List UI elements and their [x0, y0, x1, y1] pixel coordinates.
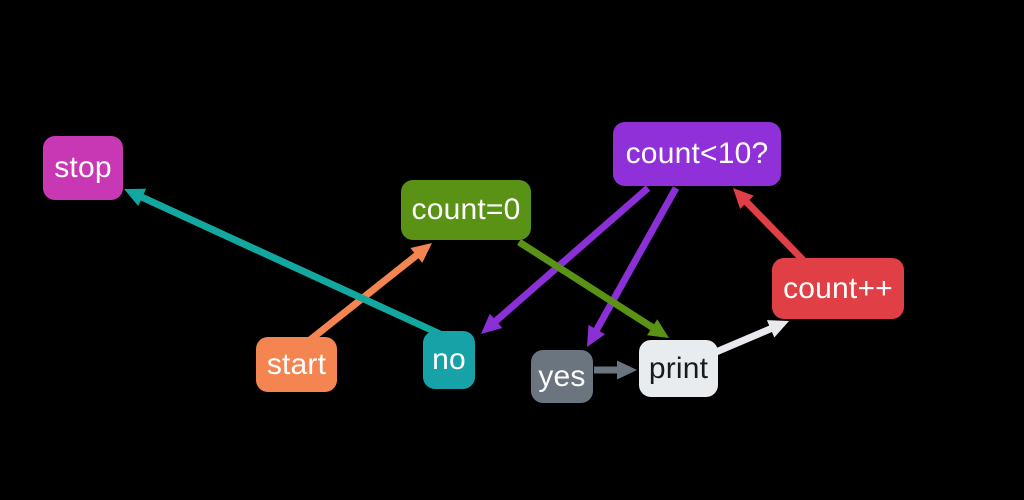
- edge-line: [491, 185, 651, 326]
- edge-line: [592, 186, 680, 334]
- edge-line: [714, 324, 775, 356]
- arrowhead-icon: [587, 324, 606, 347]
- node-label: stop: [54, 151, 112, 184]
- node-start[interactable]: start: [256, 337, 337, 392]
- node-yes[interactable]: yes: [531, 350, 593, 403]
- node-label: count++: [783, 271, 893, 305]
- edge-condition-to-yes: [587, 186, 680, 347]
- arrowhead-icon: [124, 188, 147, 206]
- edge-line: [742, 197, 806, 263]
- node-label: count<10?: [625, 137, 769, 170]
- node-label: yes: [538, 359, 586, 393]
- arrowhead-icon: [766, 320, 789, 338]
- edge-print-to-increment: [714, 320, 789, 356]
- node-count_init[interactable]: count=0: [401, 180, 531, 240]
- node-no[interactable]: no: [423, 331, 475, 389]
- node-print[interactable]: print: [639, 340, 718, 397]
- arrowhead-icon: [481, 313, 503, 334]
- edge-no-to-stop: [124, 188, 442, 338]
- node-stop[interactable]: stop: [43, 136, 123, 200]
- node-label: start: [266, 347, 327, 381]
- arrowhead-icon: [410, 243, 432, 263]
- node-condition[interactable]: count<10?: [613, 122, 781, 186]
- node-label: no: [432, 343, 466, 376]
- edge-count-init-to-print: [517, 239, 669, 338]
- node-label: print: [648, 351, 709, 385]
- node-label: count=0: [411, 193, 521, 226]
- edge-increment-to-condition: [733, 188, 806, 263]
- edge-yes-to-print: [594, 360, 637, 380]
- arrowhead-icon: [733, 188, 754, 209]
- arrowhead-icon: [617, 360, 637, 380]
- arrowhead-icon: [647, 319, 669, 338]
- node-increment[interactable]: count++: [772, 258, 904, 319]
- edge-line: [137, 192, 442, 338]
- edge-line: [517, 239, 657, 332]
- edge-condition-to-no: [481, 185, 651, 334]
